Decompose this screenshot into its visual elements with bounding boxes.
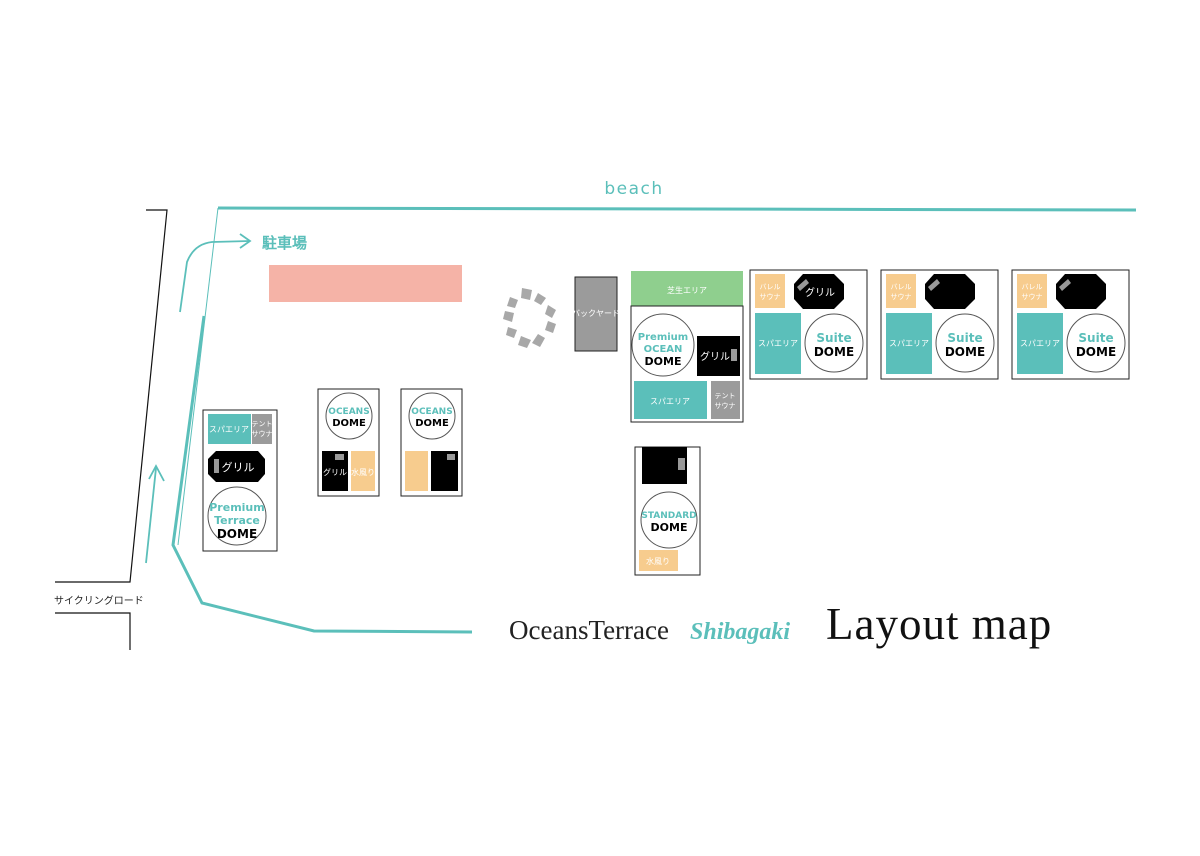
unit-suite-dome-1: バレル サウナ グリル スパエリア Suite DOME bbox=[749, 269, 868, 380]
dome-name-3: DOME bbox=[645, 355, 682, 368]
dome-circle bbox=[631, 313, 695, 377]
spa-label: スパエリア bbox=[1020, 339, 1060, 348]
dome-circle bbox=[640, 491, 698, 549]
dome-name-2: DOME bbox=[332, 418, 366, 429]
spa-label: スパエリア bbox=[758, 339, 798, 348]
tent-sauna-label-2: サウナ bbox=[252, 430, 273, 438]
water-play-area bbox=[351, 451, 375, 491]
dome-name-1: Suite bbox=[816, 331, 851, 345]
grill-area bbox=[208, 451, 265, 482]
dome-circle bbox=[408, 392, 456, 440]
water-play-label: 水風り bbox=[351, 467, 375, 477]
dome-circle bbox=[804, 313, 864, 373]
site-boundary bbox=[171, 315, 473, 634]
unit-suite-dome-2: バレル サウナ スパエリア Suite DOME bbox=[880, 269, 999, 380]
water-play-label: 水風り bbox=[646, 556, 670, 566]
dome-name-2: OCEAN bbox=[644, 344, 683, 355]
water-play-area bbox=[405, 451, 428, 491]
dome-name-3: DOME bbox=[217, 527, 257, 541]
parking-area bbox=[269, 265, 462, 302]
parking-label: 駐車場 bbox=[262, 234, 307, 252]
title-oceans-terrace: OceansTerrace bbox=[509, 615, 669, 645]
spa-area bbox=[886, 313, 932, 374]
water-play-area bbox=[639, 550, 678, 571]
backyard bbox=[574, 276, 618, 352]
beach-line bbox=[217, 206, 1137, 212]
barrel-sauna-label-2: サウナ bbox=[760, 293, 781, 301]
grill-label: グリル bbox=[222, 460, 255, 474]
entrance-arrow-path bbox=[179, 240, 251, 313]
spa-label: スパエリア bbox=[209, 425, 249, 434]
lawn-area bbox=[631, 271, 743, 306]
grill-area bbox=[1056, 274, 1106, 309]
barrel-sauna-label-2: サウナ bbox=[891, 293, 912, 301]
barrel-sauna bbox=[1017, 274, 1047, 308]
spa-area bbox=[755, 313, 801, 374]
dome-circle bbox=[1066, 313, 1126, 373]
road-line-outer bbox=[55, 209, 168, 583]
dome-name-2: DOME bbox=[415, 418, 449, 429]
spa-area bbox=[1017, 313, 1063, 374]
site-boundary-thin bbox=[177, 207, 219, 546]
dome-name-1: Suite bbox=[947, 331, 982, 345]
unit-premium-ocean: 芝生エリア Premium OCEAN DOME グリル スパエリア テント サ… bbox=[630, 271, 744, 423]
spa-label: スパエリア bbox=[889, 339, 929, 348]
entrance-arrow-head bbox=[239, 233, 252, 249]
road-line-bottom bbox=[55, 612, 131, 650]
dome-name-1: OCEANS bbox=[411, 407, 452, 417]
lawn-label: 芝生エリア bbox=[667, 285, 707, 295]
dome-circle bbox=[935, 313, 995, 373]
title-layout-map: Layout map bbox=[826, 599, 1052, 649]
dome-name-2: DOME bbox=[651, 521, 688, 534]
tent-sauna bbox=[252, 414, 272, 444]
grill-label: グリル bbox=[805, 286, 835, 299]
barrel-sauna bbox=[886, 274, 916, 308]
unit-oceans-dome-2: OCEANS DOME bbox=[400, 388, 463, 497]
dome-name-2: DOME bbox=[1076, 345, 1116, 359]
cycling-road-label: サイクリングロード bbox=[54, 594, 144, 607]
dome-name-1: OCEANS bbox=[328, 407, 369, 417]
spa-label: スパエリア bbox=[650, 397, 690, 406]
dome-circle bbox=[325, 392, 373, 440]
spa-area bbox=[634, 381, 707, 419]
barrel-sauna bbox=[755, 274, 785, 308]
backyard-label: バックヤード bbox=[572, 309, 620, 318]
dome-name-2: DOME bbox=[814, 345, 854, 359]
unit-standard-dome: STANDARD DOME 水風り bbox=[634, 446, 701, 576]
barrel-sauna-label-2: サウナ bbox=[1022, 293, 1043, 301]
cycle-arrow-path bbox=[145, 467, 157, 564]
tent-sauna bbox=[711, 381, 740, 419]
unit-oceans-dome-1: OCEANS DOME グリル 水風り bbox=[317, 388, 380, 497]
unit-premium-terrace: スパエリア テント サウナ グリル Premium Terrace DOME bbox=[202, 409, 278, 552]
dome-name-2: DOME bbox=[945, 345, 985, 359]
tent-sauna-label-1: テント bbox=[252, 420, 273, 428]
unit-suite-dome-3: バレル サウナ スパエリア Suite DOME bbox=[1011, 269, 1130, 380]
grill-label: グリル bbox=[323, 467, 347, 477]
stone-circle bbox=[503, 288, 556, 348]
dome-name-1: Premium bbox=[638, 332, 688, 343]
cycle-arrow-head bbox=[148, 464, 165, 482]
barrel-sauna-label-1: バレル bbox=[891, 283, 912, 291]
dome-name-1: STANDARD bbox=[641, 511, 696, 521]
spa-area bbox=[208, 414, 251, 444]
dome-name-1: Suite bbox=[1078, 331, 1113, 345]
barrel-sauna-label-1: バレル bbox=[1022, 283, 1043, 291]
dome-circle bbox=[207, 486, 267, 546]
dome-name-2: Terrace bbox=[214, 514, 260, 527]
grill-label: グリル bbox=[700, 350, 730, 363]
title-shibagaki: Shibagaki bbox=[690, 619, 790, 645]
grill-area bbox=[925, 274, 975, 309]
tent-sauna-label-2: サウナ bbox=[715, 402, 736, 410]
barrel-sauna-label-1: バレル bbox=[760, 283, 781, 291]
beach-label: beach bbox=[604, 179, 663, 199]
dome-name-1: Premium bbox=[209, 501, 264, 514]
tent-sauna-label-1: テント bbox=[715, 392, 736, 400]
